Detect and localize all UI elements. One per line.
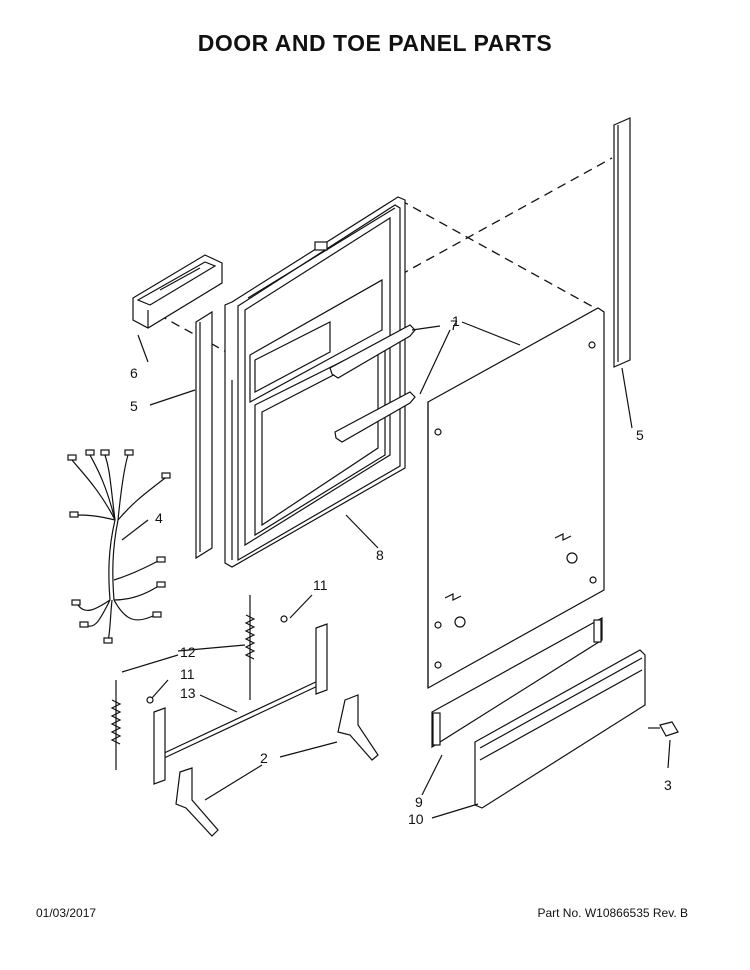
door-handles <box>329 324 416 443</box>
door-hinges <box>175 694 379 837</box>
callout-6: 6 <box>130 365 138 381</box>
callout-8: 8 <box>376 547 384 563</box>
right-door-gasket <box>613 117 631 368</box>
callout-leader-lines <box>121 321 671 819</box>
footer-part-number: Part No. W10866535 Rev. B <box>537 906 688 920</box>
callout-7: 7 <box>450 317 458 333</box>
toe-panel-screw <box>648 721 679 737</box>
callout-5-right: 5 <box>636 427 644 443</box>
callout-11-top: 11 <box>313 577 328 593</box>
inner-door-panel <box>224 196 406 568</box>
vent-assembly <box>132 254 223 329</box>
callout-9: 9 <box>415 794 423 810</box>
outer-door-panel <box>427 307 605 690</box>
callout-4: 4 <box>155 510 163 526</box>
callout-1: 1 <box>452 313 460 329</box>
callout-11-mid: 11 <box>180 666 195 682</box>
callout-3: 3 <box>664 777 672 793</box>
callout-2: 2 <box>260 750 268 766</box>
footer-date: 01/03/2017 <box>36 906 97 920</box>
page-title: DOOR AND TOE PANEL PARTS <box>197 30 553 56</box>
callout-10: 10 <box>408 811 424 827</box>
hinge-rod <box>153 623 328 785</box>
callout-labels: 1 7 8 6 5 5 4 11 12 11 13 2 3 9 10 <box>130 313 672 827</box>
door-springs <box>110 595 288 770</box>
left-door-gasket <box>195 310 213 560</box>
toe-panel-seal <box>431 616 603 749</box>
callout-5-left: 5 <box>130 398 138 414</box>
callout-12: 12 <box>180 644 196 660</box>
callout-13: 13 <box>180 685 196 701</box>
wire-harness <box>67 449 171 644</box>
